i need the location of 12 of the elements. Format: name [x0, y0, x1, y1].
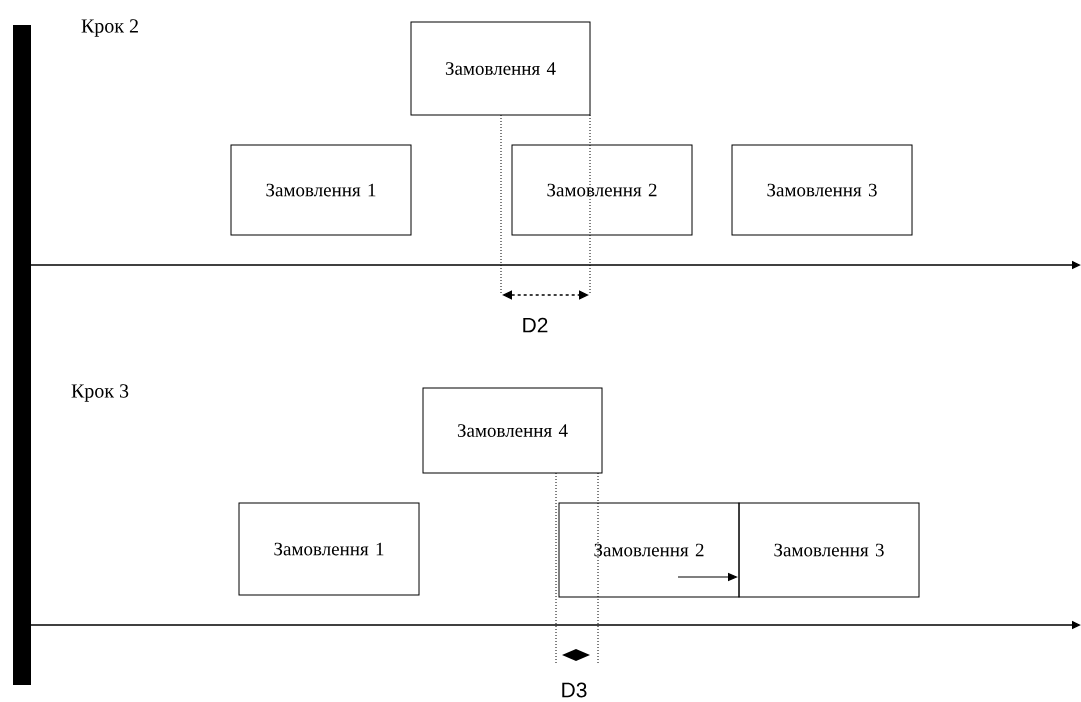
order-box: Замовлення 3 — [731, 144, 913, 236]
order-box: Замовлення 2 — [511, 144, 693, 236]
dimension-label: D2 — [523, 317, 548, 333]
order-box: Замовлення 4 — [422, 387, 603, 474]
order-box: Замовлення 3 — [738, 502, 920, 598]
step-label: Крок 2 — [81, 19, 138, 37]
dimension-label: D3 — [562, 682, 587, 698]
order-box: Замовлення 2 — [558, 502, 740, 598]
order-box: Замовлення 1 — [230, 144, 412, 236]
step-label: Крок 3 — [71, 384, 129, 402]
order-box: Замовлення 1 — [238, 502, 420, 596]
order-box: Замовлення 4 — [410, 21, 591, 116]
